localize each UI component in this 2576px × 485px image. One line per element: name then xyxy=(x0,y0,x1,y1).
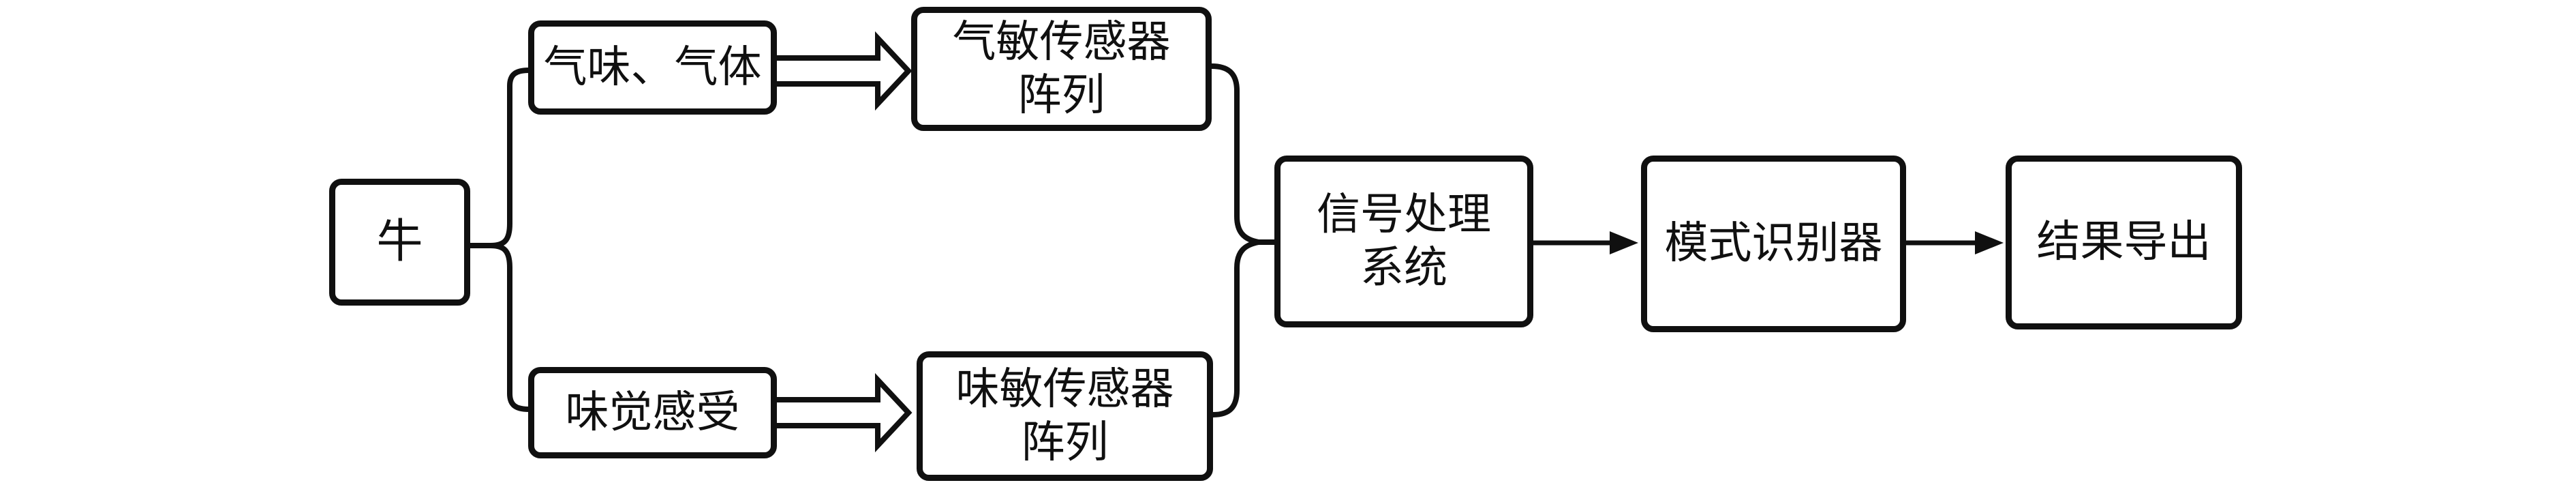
node-pattern-recognizer: 模式识别器 xyxy=(1641,156,1906,332)
edge-gas-sensor-array-to-merge xyxy=(1211,63,1259,245)
node-signal-processing: 信号处理 系统 xyxy=(1274,156,1533,327)
edge-cow-to-taste-perception xyxy=(470,243,530,412)
edge-pattern-recognizer-to-result-output-head xyxy=(1975,231,2004,254)
edge-taste-perception-to-taste-sensor-array xyxy=(777,372,913,453)
edge-smell-gas-to-gas-sensor-array xyxy=(777,31,913,111)
edge-taste-sensor-array-to-merge xyxy=(1212,239,1259,417)
node-smell-gas: 气味、气体 xyxy=(528,20,777,115)
edge-signal-processing-to-pattern-recognizer-head xyxy=(1610,231,1638,254)
node-cow: 牛 xyxy=(329,179,470,306)
edge-cow-to-smell-gas xyxy=(470,68,530,248)
node-taste-perception: 味觉感受 xyxy=(528,367,777,458)
node-gas-sensor-array: 气敏传感器 阵列 xyxy=(911,7,1212,131)
node-result-output: 结果导出 xyxy=(2006,156,2242,329)
node-taste-sensor-array: 味敏传感器 阵列 xyxy=(917,351,1213,481)
